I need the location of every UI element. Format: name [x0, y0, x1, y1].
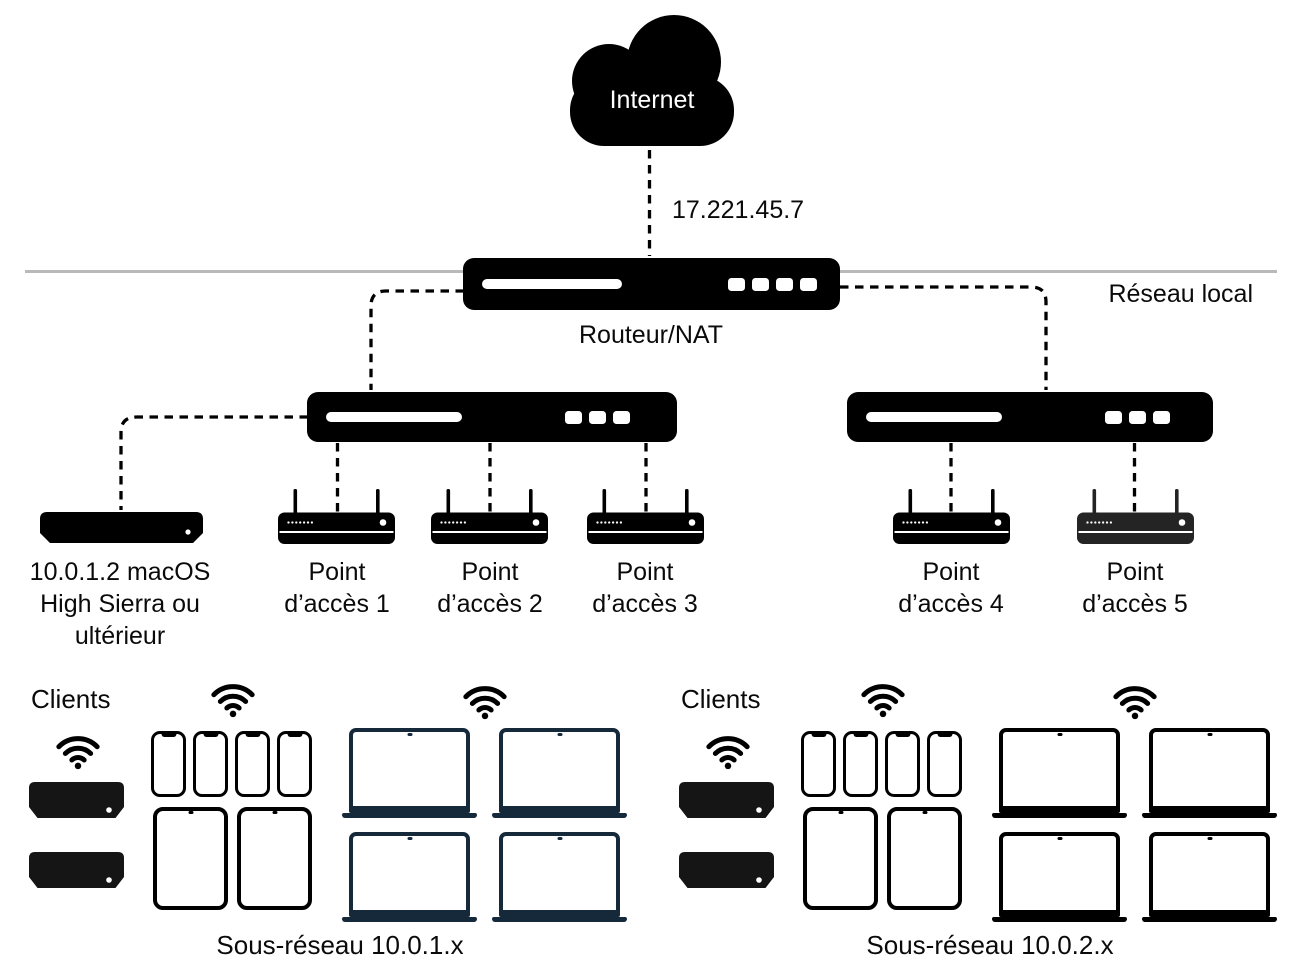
subnet-group-2: Clients Sous-réseau 10.0.2.x	[675, 680, 1290, 971]
router-device	[463, 258, 840, 310]
iphone-icon	[235, 731, 270, 797]
mac-mini-icon	[679, 782, 774, 818]
access-point-5-icon	[1077, 489, 1194, 544]
macos-server-label: 10.0.1.2 macOS High Sierra ou ultérieur	[29, 558, 211, 650]
wifi-icon	[211, 684, 255, 718]
subnet-group-1: Clients Sous-réseau 10.0.1.x	[25, 680, 640, 971]
internet-cloud: Internet	[556, 14, 748, 150]
access-point-4-icon	[893, 489, 1010, 544]
connector-switch1-server	[119, 415, 308, 510]
wan-ip-label: 17.221.45.7	[672, 196, 805, 224]
iphone-icon	[885, 731, 920, 797]
macos-server-icon	[40, 512, 203, 543]
clients-label: Clients	[31, 684, 111, 714]
switch-2-device	[847, 392, 1213, 442]
router-label: Routeur/NAT	[578, 321, 724, 349]
laptop-icon	[342, 728, 477, 818]
internet-label: Internet	[609, 86, 695, 114]
wifi-icon	[861, 684, 905, 718]
iphone-icon	[927, 731, 962, 797]
clients-label: Clients	[681, 684, 761, 714]
ipad-icon	[887, 807, 962, 910]
switch-2-ports	[1105, 410, 1170, 424]
wifi-icon	[56, 736, 100, 770]
access-point-3-icon	[587, 489, 704, 544]
laptop-icon	[992, 832, 1127, 922]
switch-1-ports	[565, 410, 630, 424]
lan-label: Réseau local	[1108, 280, 1253, 308]
laptop-icon	[992, 728, 1127, 818]
access-point-2-icon	[431, 489, 548, 544]
iphone-icon	[843, 731, 878, 797]
ipad-icon	[803, 807, 878, 910]
laptop-icon	[492, 832, 627, 922]
switch-1-device	[307, 392, 677, 442]
iphone-icon	[277, 731, 312, 797]
router-slot	[482, 279, 622, 289]
ipad-icon	[237, 807, 312, 910]
mac-mini-icon	[29, 852, 124, 888]
mac-mini-icon	[29, 782, 124, 818]
wifi-icon	[706, 736, 750, 770]
connector-router-switch1	[369, 289, 464, 390]
switch-1-slot	[326, 412, 462, 422]
ipad-icon	[153, 807, 228, 910]
laptop-icon	[492, 728, 627, 818]
router-ports	[728, 277, 817, 291]
laptop-icon	[342, 832, 477, 922]
iphone-icon	[193, 731, 228, 797]
cloud-icon	[570, 15, 734, 146]
subnet-label: Sous-réseau 10.0.2.x	[866, 930, 1114, 960]
iphone-icon	[801, 731, 836, 797]
switch-2-slot	[866, 412, 1002, 422]
laptop-icon	[1142, 832, 1277, 922]
connector-router-switch2	[840, 285, 1048, 390]
subnet-label: Sous-réseau 10.0.1.x	[216, 930, 464, 960]
mac-mini-icon	[679, 852, 774, 888]
access-point-1-icon	[278, 489, 395, 544]
iphone-icon	[151, 731, 186, 797]
wifi-icon	[463, 686, 507, 720]
wifi-icon	[1113, 686, 1157, 720]
laptop-icon	[1142, 728, 1277, 818]
